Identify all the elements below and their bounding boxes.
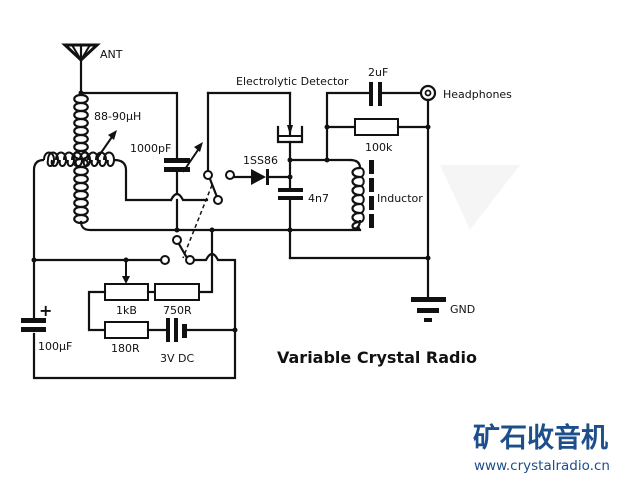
- diode-1ss86: [232, 169, 292, 185]
- variable-arrow-icon: [182, 142, 203, 173]
- headphones-jack[interactable]: [419, 84, 437, 102]
- capacitor-2uf: [369, 82, 424, 106]
- tuning-cap-label: 1000pF: [130, 142, 171, 155]
- wire: [79, 220, 362, 232]
- coil-label: 88-90µH: [94, 110, 141, 123]
- electrolytic-detector: [276, 91, 304, 162]
- capacitor-4n7: [278, 158, 303, 260]
- resistor-750r-label: 750R: [163, 304, 192, 317]
- detector-label: Electrolytic Detector: [236, 75, 349, 88]
- ground-icon: [411, 297, 446, 322]
- headphones-label: Headphones: [443, 88, 512, 101]
- antenna-label: ANT: [100, 48, 123, 61]
- lower-switch[interactable]: [160, 235, 195, 265]
- diagram-title: Variable Crystal Radio: [277, 348, 477, 367]
- resistor-100k: [354, 118, 399, 136]
- wire: [325, 91, 370, 162]
- junction-dot: [287, 227, 293, 233]
- junction-dot: [174, 227, 180, 233]
- battery-label: 3V DC: [160, 352, 194, 365]
- watermark-triangle: [440, 165, 520, 230]
- electrolytic-cap-label: 100µF: [38, 340, 72, 353]
- potentiometer-1kb: [104, 260, 149, 301]
- logo-url[interactable]: www.crystalradio.cn: [474, 458, 610, 474]
- junction-dot: [425, 124, 431, 130]
- ferrite-inductor: [349, 158, 374, 232]
- resistor-100k-label: 100k: [365, 141, 393, 154]
- variable-arrow-icon: [95, 130, 117, 161]
- inductor-label: Inductor: [377, 192, 423, 205]
- plus-sign: +: [39, 301, 52, 320]
- resistor-180r-label: 180R: [111, 342, 140, 355]
- coupling-coil: [32, 151, 171, 260]
- antenna-symbol: [61, 43, 101, 95]
- battery-3v: [166, 318, 237, 342]
- ground-label: GND: [450, 303, 475, 316]
- cap-4n7-label: 4n7: [308, 192, 329, 205]
- tuning-capacitor: [164, 158, 209, 232]
- wire: [32, 328, 237, 380]
- resistor-750r: [154, 283, 200, 301]
- logo-chinese: 矿石收音机: [473, 422, 608, 454]
- resistor-180r: [104, 321, 149, 339]
- wire: [198, 228, 214, 294]
- wire: [87, 290, 107, 332]
- cap-2uf-label: 2uF: [368, 66, 388, 79]
- pot-label: 1kB: [116, 304, 137, 317]
- switch-gang-link: [182, 184, 213, 259]
- upper-switch[interactable]: [203, 91, 292, 205]
- wire: [79, 91, 179, 160]
- diode-label: 1SS86: [243, 154, 278, 167]
- electrolytic-capacitor: [21, 258, 46, 332]
